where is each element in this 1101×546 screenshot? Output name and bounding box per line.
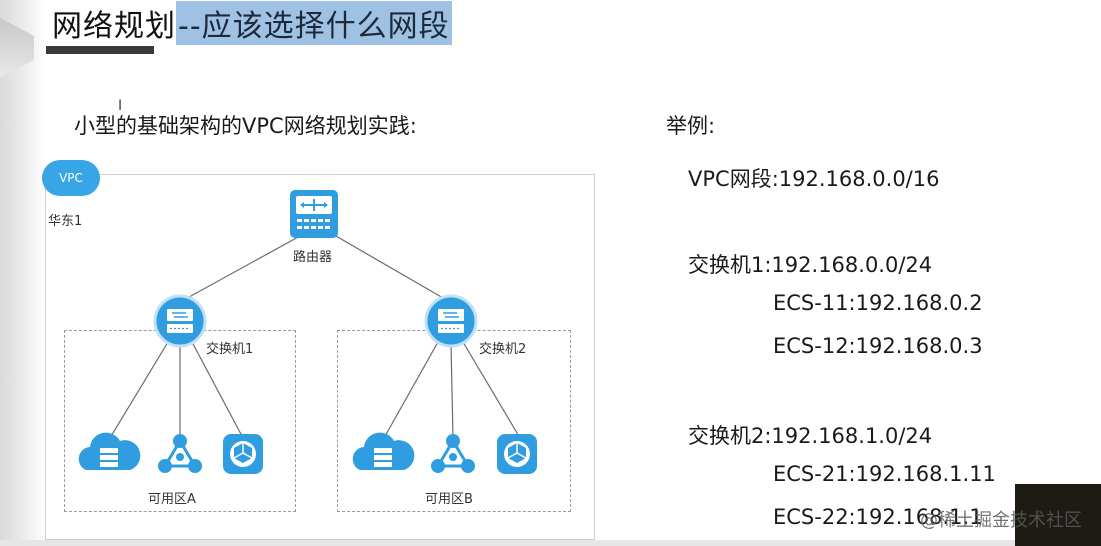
slide-left-shade [0, 0, 46, 546]
link-switch2-app [462, 341, 521, 439]
network-node-icon-a [158, 434, 202, 473]
network-node-icon-b [431, 434, 475, 473]
switch1-label: 交换机1 [206, 342, 254, 357]
diagram-subtitle: 小型的基础架构的VPC网络规划实践: [74, 114, 417, 138]
vpc-cidr: VPC网段:192.168.0.0/16 [688, 167, 940, 191]
video-thumbnail-overlay [1015, 484, 1101, 546]
bottom-scroll-strip [0, 540, 1015, 546]
title-highlight: --应该选择什么网段 [176, 1, 452, 45]
example-title: 举例: [666, 114, 716, 138]
cloud-storage-icon-b [352, 432, 415, 470]
ecs21-ip: ECS-21:192.168.1.11 [773, 462, 996, 486]
title-underline [46, 46, 154, 54]
zone-a-label: 可用区A [148, 492, 196, 507]
switch2-icon [424, 294, 478, 348]
app-service-icon-a [223, 434, 263, 474]
slide-title: 网络规划 --应该选择什么网段 [52, 1, 452, 45]
link-switch2-node [450, 343, 454, 439]
switch2-label: 交换机2 [479, 342, 527, 357]
link-router-switch2 [335, 235, 451, 303]
watermark: @稀土掘金技术社区 [920, 510, 1082, 531]
link-router-switch1 [179, 235, 301, 303]
link-switch2-storage [383, 341, 439, 439]
vpc-cloud-badge: VPC [42, 160, 100, 196]
ecs11-ip: ECS-11:192.168.0.2 [773, 291, 983, 315]
app-service-icon-b [497, 434, 537, 474]
vpc-frame [45, 174, 595, 540]
zone-b-label: 可用区B [425, 492, 473, 507]
region-label: 华东1 [48, 214, 83, 229]
ecs12-ip: ECS-12:192.168.0.3 [773, 334, 983, 358]
link-switch1-app [191, 341, 244, 439]
vpc-badge-label: VPC [59, 171, 83, 185]
connection-lines [109, 235, 521, 439]
cloud-storage-icon-a [78, 432, 141, 470]
switch1-cidr: 交换机1:192.168.0.0/24 [688, 253, 933, 277]
router-label: 路由器 [293, 250, 333, 265]
text-cursor-icon: I [118, 98, 123, 114]
router-icon [290, 190, 338, 238]
switch2-cidr: 交换机2:192.168.1.0/24 [688, 424, 933, 448]
switch1-icon [153, 294, 207, 348]
ecs22-ip: ECS-22:192.168.1.1 [773, 505, 983, 529]
title-main: 网络规划 [52, 9, 176, 44]
link-switch1-storage [109, 341, 169, 439]
